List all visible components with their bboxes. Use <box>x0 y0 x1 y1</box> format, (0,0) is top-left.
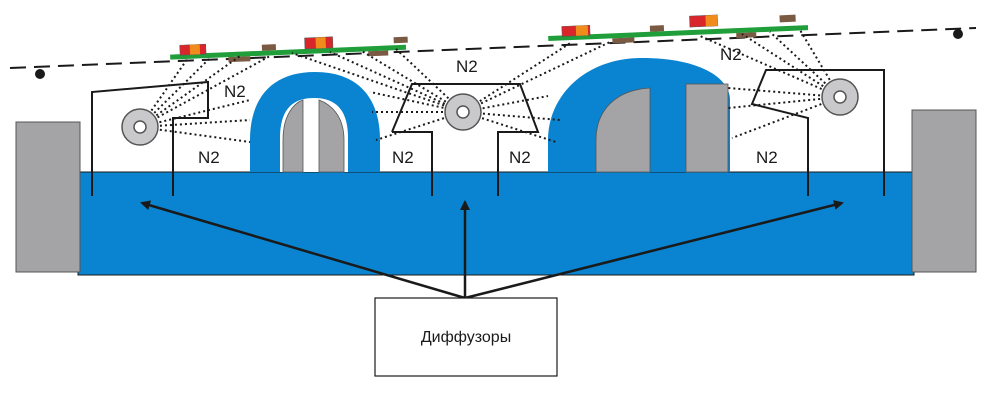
nitrogen-diffuser-center-icon <box>444 93 482 131</box>
conveyor-dot-right-icon <box>953 29 963 39</box>
conveyor-line <box>9 27 977 69</box>
arrow-left-icon <box>140 200 466 300</box>
nitrogen-spray-lines-left <box>139 55 271 143</box>
n2-label-7: N2 <box>756 148 778 167</box>
conveyor-dot-left-icon <box>35 69 45 79</box>
n2-label-2: N2 <box>198 148 220 167</box>
solder-wave-1 <box>250 72 380 173</box>
diffuser-housing-left <box>91 80 209 196</box>
pcb-board-2-icon <box>548 14 809 44</box>
nitrogen-diffuser-right-icon <box>821 78 859 116</box>
n2-label-5: N2 <box>509 148 531 167</box>
left-wall <box>15 121 81 273</box>
n2-label-3: N2 <box>456 57 478 76</box>
arrow-right-icon <box>464 200 844 300</box>
solder-wave-2 <box>548 58 730 173</box>
diffusers-caption-box <box>374 297 558 377</box>
n2-label-6: N2 <box>720 45 742 64</box>
n2-label-4: N2 <box>392 148 414 167</box>
diffuser-arrows <box>140 200 844 300</box>
solder-bath <box>77 171 915 276</box>
right-wall <box>911 109 977 273</box>
nitrogen-diffuser-left-icon <box>121 108 159 146</box>
pcb-board-1-icon <box>170 36 408 63</box>
n2-label-1: N2 <box>224 82 246 101</box>
diffuser-housing-right <box>750 69 885 196</box>
diffusers-caption: Диффузоры <box>421 329 511 346</box>
diffuser-housing-center <box>391 83 540 196</box>
